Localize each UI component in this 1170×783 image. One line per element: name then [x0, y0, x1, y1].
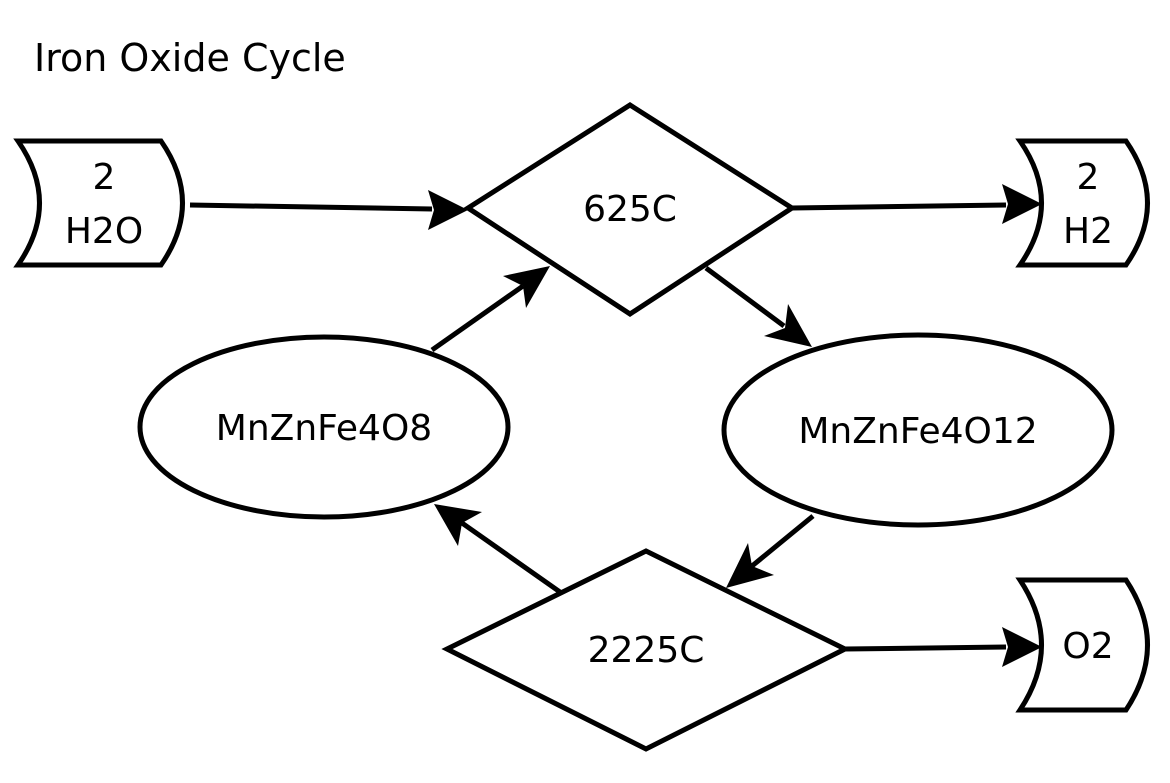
input-water-node: 2 H2O [13, 138, 185, 268]
compound-mnznfe4o12-node: MnZnFe4O12 [721, 332, 1115, 528]
input-water-formula: H2O [65, 211, 143, 252]
edges [189, 184, 1042, 667]
diagram-title: Iron Oxide Cycle [34, 36, 346, 80]
edge-mnznfe4o8-to-625c [430, 266, 550, 353]
edge-water-to-625c [189, 190, 468, 230]
reaction-625c-label: 625C [583, 189, 677, 230]
edge-mnznfe4o12-to-2225c [726, 514, 815, 588]
edge-2225c-to-oxygen [844, 627, 1042, 667]
output-hydrogen-count: 2 [1077, 157, 1100, 198]
reaction-625c-node: 625C [463, 102, 797, 317]
reaction-2225c-node: 2225C [441, 548, 851, 752]
output-hydrogen-node: 2 H2 [1015, 138, 1150, 268]
input-water-count: 2 [93, 157, 116, 198]
output-oxygen-formula: O2 [1062, 626, 1113, 667]
compound-mnznfe4o12-label: MnZnFe4O12 [798, 411, 1037, 452]
reaction-2225c-label: 2225C [588, 630, 705, 671]
compound-mnznfe4o8-label: MnZnFe4O8 [216, 408, 432, 449]
output-hydrogen-formula: H2 [1063, 211, 1113, 252]
edge-625c-to-mnznfe4o12 [704, 265, 812, 347]
compound-mnznfe4o8-node: MnZnFe4O8 [137, 334, 511, 520]
edge-2225c-to-mnznfe4o8 [434, 504, 562, 595]
output-oxygen-node: O2 [1015, 577, 1150, 713]
edge-625c-to-hydrogen [791, 184, 1042, 224]
